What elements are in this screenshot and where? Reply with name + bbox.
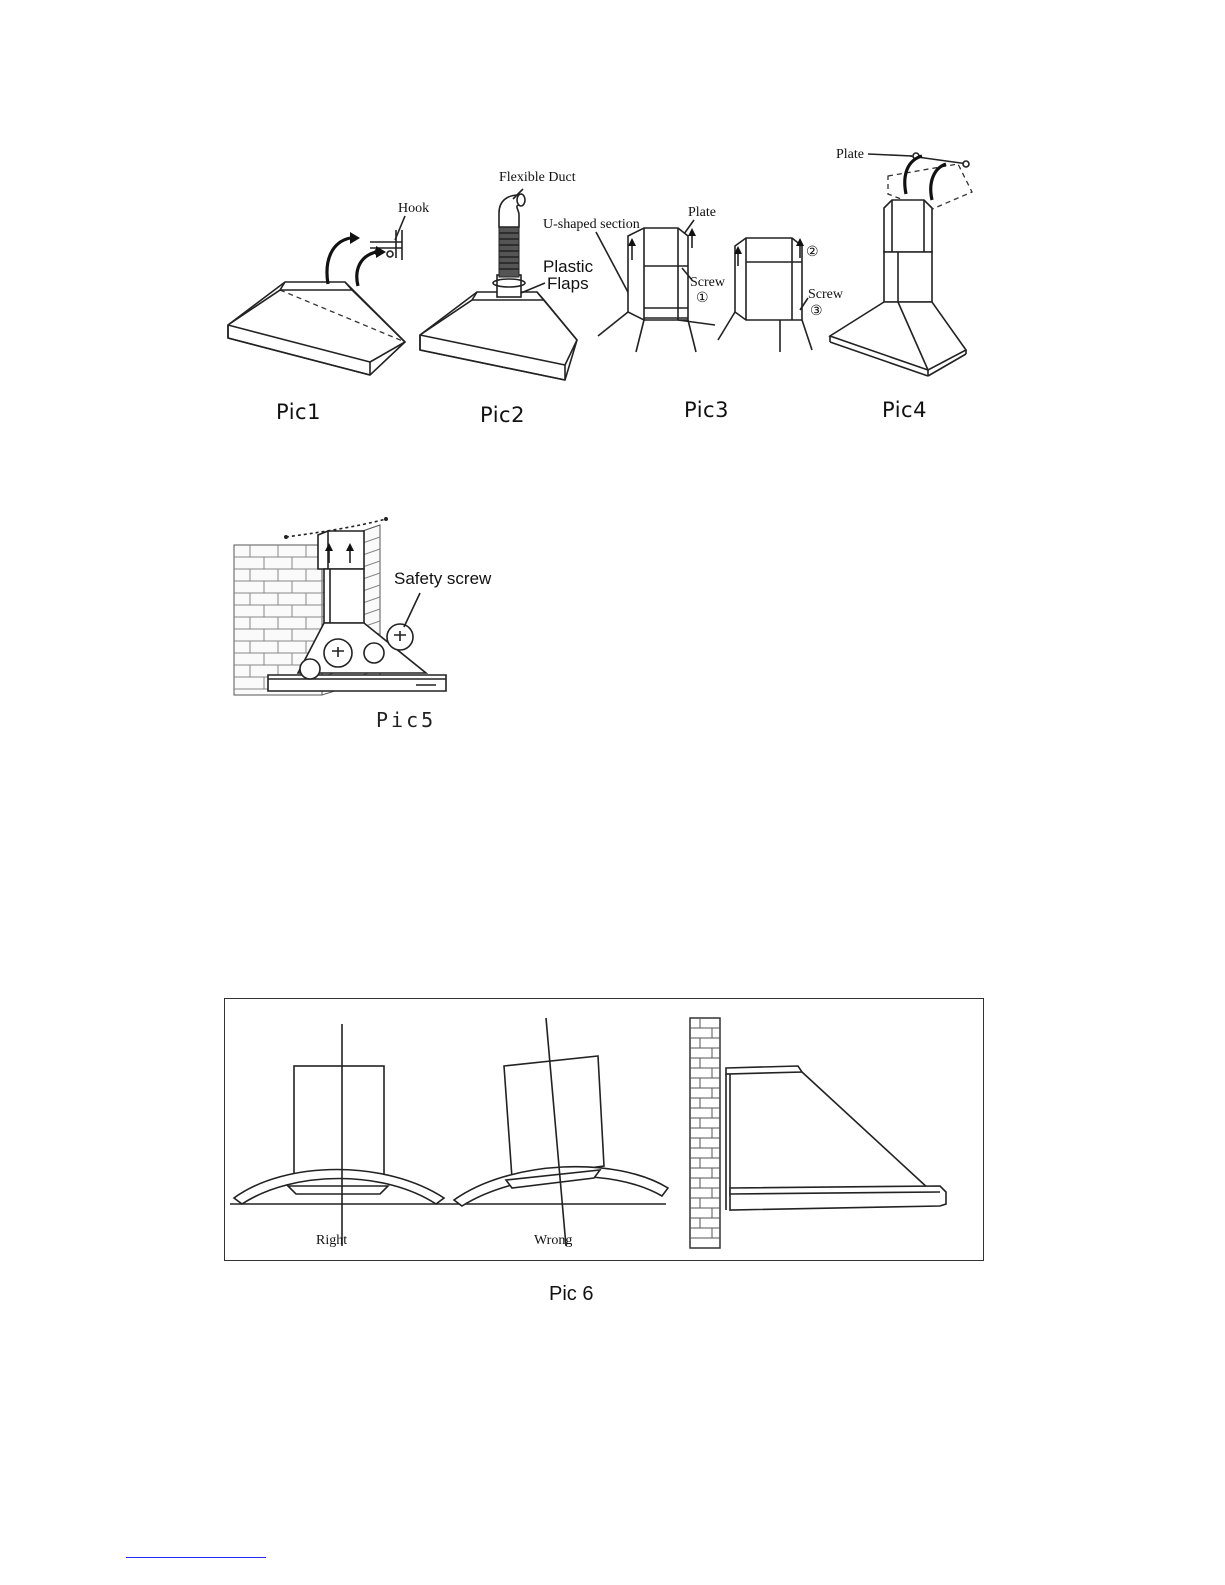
plate-label-pic3: Plate [688, 205, 716, 220]
flexible-duct [493, 194, 525, 297]
assembled-hood [830, 200, 966, 376]
pic1-caption: Pic1 [276, 400, 321, 424]
arrow-icon [931, 164, 946, 200]
pic6-caption: Pic 6 [549, 1283, 593, 1306]
arrow-icon [688, 228, 696, 236]
hood-body-pic1 [228, 282, 405, 375]
pic3-caption: Pic3 [684, 398, 729, 422]
pic5-caption: Pic5 [376, 708, 436, 732]
screw-label-a: Screw [690, 275, 726, 290]
footnote-separator-line [126, 1557, 266, 1558]
pic5-diagram: Safety screw [226, 505, 506, 705]
u-shaped-chimney-section [598, 228, 715, 352]
wrong-label: Wrong [534, 1233, 572, 1248]
step-2-label: ② [806, 245, 819, 260]
flexible-duct-label: Flexible Duct [499, 170, 576, 185]
step-1-label: ① [696, 291, 709, 306]
pic4-caption: Pic4 [882, 398, 927, 422]
plate-label-pic4: Plate [836, 147, 864, 162]
arrow-icon [350, 232, 360, 244]
arrow-icon [327, 238, 350, 284]
brick-wall-icon [690, 1018, 720, 1248]
side-view-hood [726, 1066, 946, 1210]
chimney-outer-section [718, 238, 812, 352]
right-hood [234, 1024, 444, 1246]
wrong-hood [454, 1018, 668, 1246]
right-label: Right [316, 1233, 347, 1248]
u-shaped-label: U-shaped section [543, 217, 640, 232]
pic4-diagram: Plate [828, 142, 978, 377]
safety-screw-label: Safety screw [394, 569, 492, 588]
step-3-label: ③ [810, 304, 823, 319]
pic3-diagram: U-shaped section Plate Screw ① [540, 200, 860, 360]
pic2-caption: Pic2 [480, 403, 525, 427]
pic6-diagram: Right Wrong [226, 1000, 982, 1260]
pic1-diagram: Hook [220, 190, 420, 380]
arrow-icon [905, 156, 922, 194]
arrow-icon [357, 252, 376, 286]
